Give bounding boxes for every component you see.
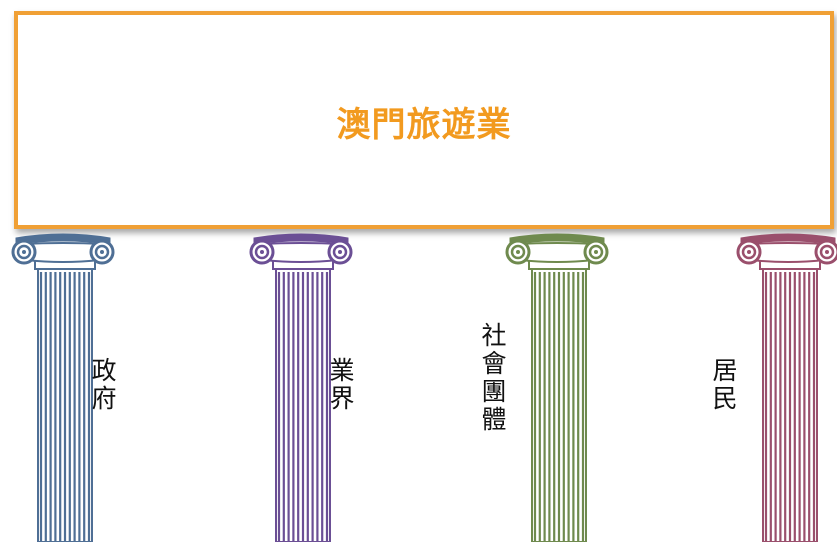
- pillar-label-residents: 居民: [709, 357, 738, 413]
- roof-box: 澳門旅遊業: [14, 11, 834, 229]
- pillar-label-community-groups: 社會團體: [478, 322, 507, 434]
- column-icon: [505, 233, 609, 542]
- pillar-industry: 業界: [246, 232, 356, 542]
- column-icon: [11, 233, 115, 542]
- pillar-community-groups: 社會團體: [478, 232, 612, 542]
- pillar-residents: 居民: [709, 232, 837, 542]
- pillar-label-industry: 業界: [326, 357, 355, 413]
- column-icon: [736, 233, 837, 542]
- column-icon: [249, 233, 353, 542]
- diagram-title: 澳門旅遊業: [336, 105, 512, 145]
- pillar-label-government: 政府: [88, 357, 117, 413]
- pillar-government: 政府: [8, 232, 118, 542]
